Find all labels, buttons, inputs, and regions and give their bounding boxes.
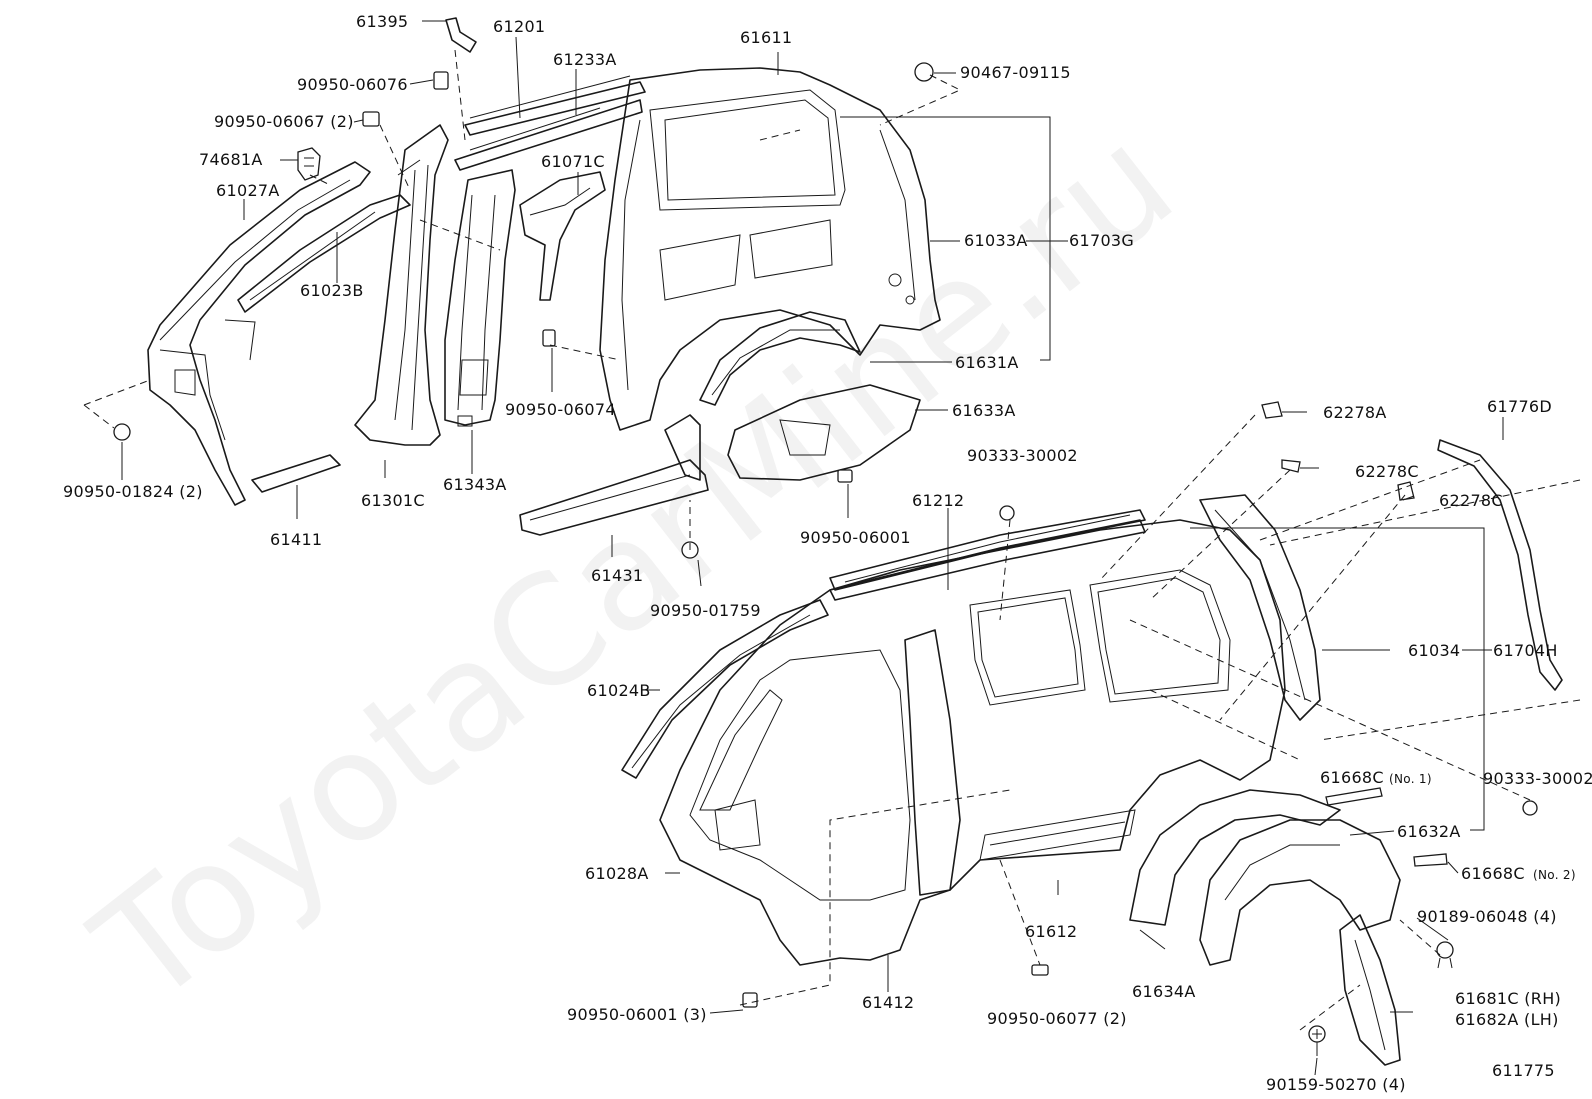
label-61301C: 61301C: [361, 491, 425, 510]
label-61668C-no1: 61668C: [1320, 768, 1384, 787]
part-61212-roof-rail: [829, 509, 1146, 591]
label-61412: 61412: [862, 993, 914, 1012]
label-61201: 61201: [493, 17, 545, 36]
label-90467-09115: 90467-09115: [960, 63, 1071, 82]
part-61633A-wheelhouse-outer: [727, 384, 921, 481]
part-90159-50270-screw: [1308, 1025, 1326, 1056]
part-61343A-pillar-inner: [444, 169, 516, 427]
part-61632A-wheelhouse-outer: [1199, 819, 1401, 966]
label-90333-30002-top: 90333-30002: [967, 446, 1078, 465]
label-61071C: 61071C: [541, 152, 605, 171]
label-61034: 61034: [1408, 641, 1460, 660]
label-62278A: 62278A: [1323, 403, 1387, 422]
label-61631A: 61631A: [955, 353, 1019, 372]
label-61431: 61431: [591, 566, 643, 585]
part-90950-06074-plug: [542, 329, 556, 347]
label-90950-06074: 90950-06074: [505, 400, 616, 419]
label-61632A: 61632A: [1397, 822, 1461, 841]
label-62278C-1: 62278C: [1355, 462, 1419, 481]
label-61343A: 61343A: [443, 475, 507, 494]
part-61431-rocker: [519, 414, 709, 536]
label-61024B: 61024B: [587, 681, 651, 700]
part-61033A-quarter-inner: [599, 67, 941, 431]
label-61682A-lh: 61682A (LH): [1455, 1010, 1559, 1029]
part-61024B-front-pillar: [621, 599, 829, 779]
label-90333-30002-right: 90333-30002: [1483, 769, 1592, 788]
label-61668C-no1-note: (No. 1): [1389, 772, 1432, 786]
part-90950-01824-plug: [113, 423, 131, 441]
label-61027A: 61027A: [216, 181, 280, 200]
label-61776D: 61776D: [1487, 397, 1552, 416]
label-90950-06076: 90950-06076: [297, 75, 408, 94]
part-61034-rear-quarter-inner: [1199, 494, 1321, 721]
label-61668C-no2-note: (No. 2): [1533, 868, 1576, 882]
part-61395-bracket: [445, 17, 477, 53]
part-74681A-clip: [297, 147, 321, 181]
label-90950-06001-3: 90950-06001 (3): [567, 1005, 707, 1024]
part-90333-30002-plug-right: [1522, 800, 1538, 816]
part-61681C-mud-guard: [1339, 914, 1401, 1066]
part-90950-06067-plug: [362, 111, 380, 127]
label-61233A: 61233A: [553, 50, 617, 69]
label-61612: 61612: [1025, 922, 1077, 941]
label-74681A: 74681A: [199, 150, 263, 169]
part-61233A-roof-rail-inner: [454, 99, 643, 171]
label-61668C-no2: 61668C: [1461, 864, 1525, 883]
label-61681C-rh: 61681C (RH): [1455, 989, 1561, 1008]
label-61634A: 61634A: [1132, 982, 1196, 1001]
label-61704H: 61704H: [1493, 641, 1558, 660]
label-61023B: 61023B: [300, 281, 364, 300]
label-61411: 61411: [270, 530, 322, 549]
part-62278A-plug: [1261, 401, 1283, 419]
part-90189-06048-clip: [1436, 941, 1454, 969]
part-61023B-inner-reinforcement: [237, 194, 411, 313]
label-61611: 61611: [740, 28, 792, 47]
part-61301C-center-pillar: [354, 124, 449, 446]
part-62278C-seal-1: [1281, 459, 1301, 473]
label-90189-06048: 90189-06048 (4): [1417, 907, 1557, 926]
part-61668C-no2-strip: [1413, 853, 1448, 867]
part-90950-06001-plug: [837, 469, 853, 483]
label-90950-06001: 90950-06001: [800, 528, 911, 547]
label-61395: 61395: [356, 12, 408, 31]
part-61028A-side-outer-panel: [659, 514, 1286, 966]
part-61071C-bracket: [519, 171, 606, 301]
part-90950-06076-plug: [433, 71, 449, 90]
part-90950-06077-plug: [1031, 964, 1049, 976]
label-90950-06067: 90950-06067 (2): [214, 112, 354, 131]
leader-lines: [121, 20, 1504, 1076]
part-90333-30002-plug-top: [999, 505, 1015, 521]
label-62278C-2: 62278C: [1439, 491, 1503, 510]
part-61634A-wheelhouse-lower: [1129, 789, 1341, 926]
label-61212: 61212: [912, 491, 964, 510]
label-61033A: 61033A: [964, 231, 1028, 250]
part-61411-sill: [251, 454, 341, 493]
label-90950-01824: 90950-01824 (2): [63, 482, 203, 501]
label-61028A: 61028A: [585, 864, 649, 883]
part-62278C-seal-2: [1397, 481, 1415, 501]
diagram-id-label: 611775: [1492, 1061, 1555, 1080]
label-61633A: 61633A: [952, 401, 1016, 420]
label-90950-06077: 90950-06077 (2): [987, 1009, 1127, 1028]
label-90950-01759: 90950-01759: [650, 601, 761, 620]
part-61776D-weatherstrip: [1437, 439, 1563, 691]
part-61027A-front-pillar: [147, 161, 371, 506]
part-61631A-wheelhouse-arch: [699, 311, 861, 406]
part-90467-09115-clip: [914, 62, 934, 82]
assembly-dashed-lines: [83, 49, 1581, 1031]
label-61703G: 61703G: [1069, 231, 1134, 250]
part-61201-roof-rail: [464, 75, 646, 136]
part-90950-06001-plug-lower: [742, 992, 758, 1008]
part-61668C-no1-strip: [1325, 787, 1383, 806]
label-90159-50270: 90159-50270 (4): [1266, 1075, 1406, 1094]
part-number-labels: 61395 61201 61611 61233A 90950-06076 904…: [63, 12, 1592, 1094]
